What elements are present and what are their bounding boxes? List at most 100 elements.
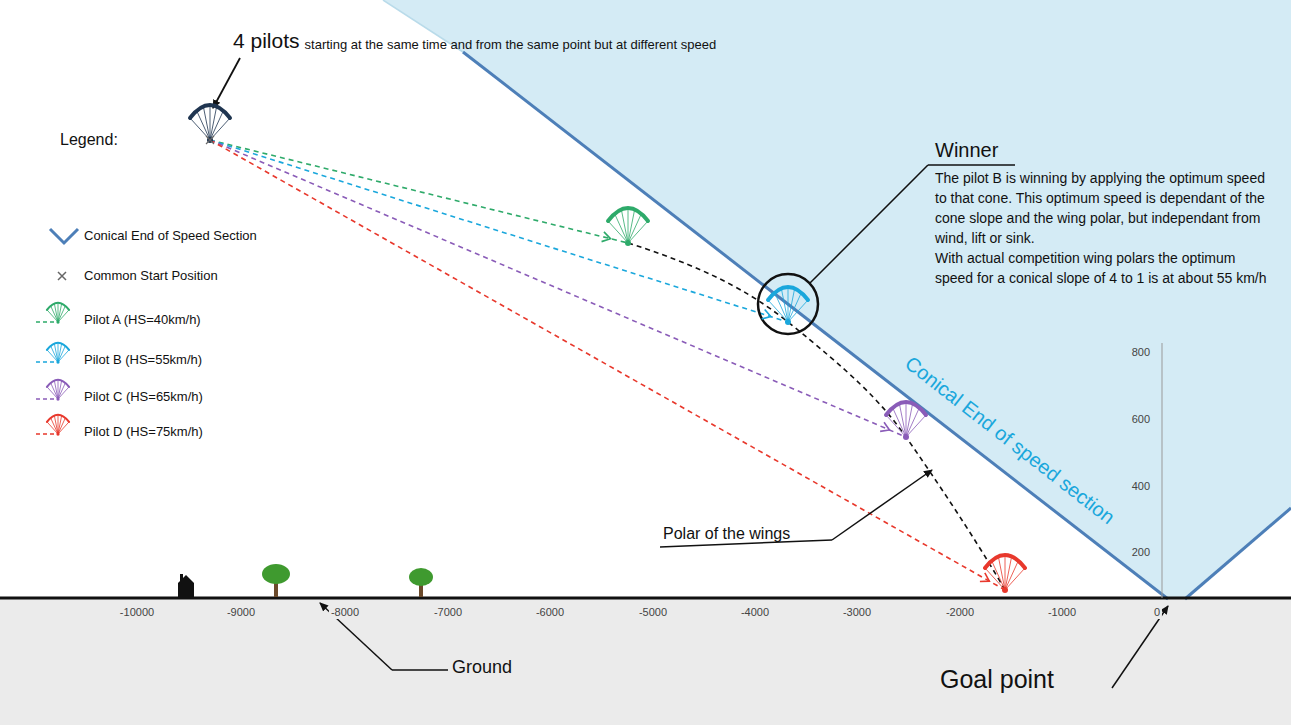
- axis-tick-label: 800: [1132, 346, 1150, 359]
- cone-region: [383, 0, 1291, 599]
- glider-line: [768, 300, 788, 322]
- glider-line: [628, 221, 648, 243]
- glider-line: [58, 422, 69, 434]
- leader-label: Ground: [452, 657, 512, 679]
- start-mark: [206, 136, 214, 144]
- glider-line: [51, 383, 58, 399]
- pilot-dot: [56, 397, 59, 400]
- glider-line: [58, 381, 62, 399]
- leader-arrow: [320, 603, 392, 670]
- axis-tick-label: -8000: [329, 606, 361, 619]
- house: [178, 574, 194, 597]
- path-arrowhead: [762, 309, 771, 319]
- glider-line: [1005, 555, 1006, 590]
- leader-arrow: [213, 58, 240, 108]
- glider-line: [54, 304, 58, 322]
- glider-line: [899, 403, 906, 437]
- glider-line: [788, 287, 789, 322]
- axis-tick-label: -4000: [739, 606, 771, 619]
- glider-line: [58, 346, 65, 362]
- legend-text: Pilot D (HS=75km/h): [84, 424, 203, 440]
- glider-line: [992, 561, 1005, 590]
- legend-text: Pilot B (HS=55km/h): [84, 352, 202, 368]
- legend-text: Pilot C (HS=65km/h): [84, 389, 203, 405]
- glider-line: [210, 105, 211, 140]
- legend-line-sample: [36, 398, 58, 400]
- axis-tick-label: -10000: [118, 606, 156, 619]
- glider-line: [985, 568, 1005, 590]
- path-arrowhead: [880, 422, 889, 431]
- leader-line: [810, 165, 928, 283]
- axis-tick-label: 200: [1132, 546, 1150, 559]
- glider-line: [54, 344, 58, 362]
- glider-line: [1005, 556, 1012, 590]
- glider-line: [58, 306, 65, 322]
- glider-line: [788, 288, 795, 322]
- axis-tick-label: 0: [1152, 606, 1162, 619]
- glider-line: [608, 221, 628, 243]
- leader-label: Polar of the wings: [663, 524, 790, 543]
- axis-tick-label: 400: [1132, 480, 1150, 493]
- pilot-dot: [625, 240, 631, 246]
- pilot-dot: [207, 137, 213, 143]
- glider-line: [58, 416, 62, 434]
- legend-text: Pilot A (HS=40km/h): [84, 312, 201, 328]
- ground-fill: [0, 599, 1291, 725]
- axis-tick-label: 600: [1132, 413, 1150, 426]
- glider-line: [51, 306, 58, 322]
- glider-line: [788, 293, 801, 322]
- pilot-path: [210, 140, 906, 437]
- callout-title: Winner: [935, 138, 998, 162]
- pilot-dot: [56, 360, 59, 363]
- glider-line: [893, 408, 906, 437]
- glider-line: [886, 415, 906, 437]
- glider-line: [58, 350, 69, 362]
- legend-line-sample: [36, 361, 58, 363]
- glider-line: [197, 111, 210, 140]
- legend-line-sample: [36, 321, 58, 323]
- pilot-path: [210, 140, 788, 322]
- glider-line: [54, 416, 58, 434]
- axis-tick-label: -6000: [534, 606, 566, 619]
- glider-line: [58, 383, 65, 399]
- glider-line: [621, 209, 628, 243]
- heading: 4 pilots: [233, 28, 300, 53]
- path-arrowhead: [602, 232, 611, 242]
- polar-curve: [628, 243, 1005, 590]
- glider-line: [58, 387, 69, 399]
- pilot-dot: [56, 320, 59, 323]
- leader-line: [928, 164, 1015, 166]
- glider-line: [58, 310, 69, 322]
- glider-line: [615, 214, 628, 243]
- axis-tick-label: -5000: [637, 606, 669, 619]
- glider-line: [788, 300, 808, 322]
- leader-label: Goal point: [940, 664, 1054, 694]
- callout-body: With actual competition wing polars the …: [935, 248, 1270, 288]
- pilot-path: [210, 140, 628, 243]
- leader-arrow: [1112, 606, 1168, 688]
- glider-line: [781, 288, 788, 322]
- leader-line: [392, 669, 448, 671]
- pilot-dot: [785, 319, 791, 325]
- glider-line: [906, 415, 926, 437]
- glider-line: [628, 209, 635, 243]
- winner-circle: [758, 274, 818, 334]
- glider-line: [51, 418, 58, 434]
- path-arrowhead: [980, 573, 989, 582]
- glider-line: [775, 293, 788, 322]
- glider-line: [210, 111, 223, 140]
- legend-text: Common Start Position: [84, 268, 218, 284]
- glider-line: [58, 418, 65, 434]
- glider-line: [628, 208, 629, 243]
- glider-line: [1005, 568, 1025, 590]
- axis-tick-label: -9000: [225, 606, 257, 619]
- legend-start-sample: [58, 272, 66, 280]
- legend-line-sample: [36, 433, 58, 435]
- glider-line: [1005, 561, 1018, 590]
- glider-line: [203, 106, 210, 140]
- glider-line: [210, 106, 217, 140]
- glider-line: [51, 346, 58, 362]
- callout-body: The pilot B is winning by applying the o…: [935, 168, 1270, 248]
- pilot-dot: [56, 432, 59, 435]
- glider-line: [54, 381, 58, 399]
